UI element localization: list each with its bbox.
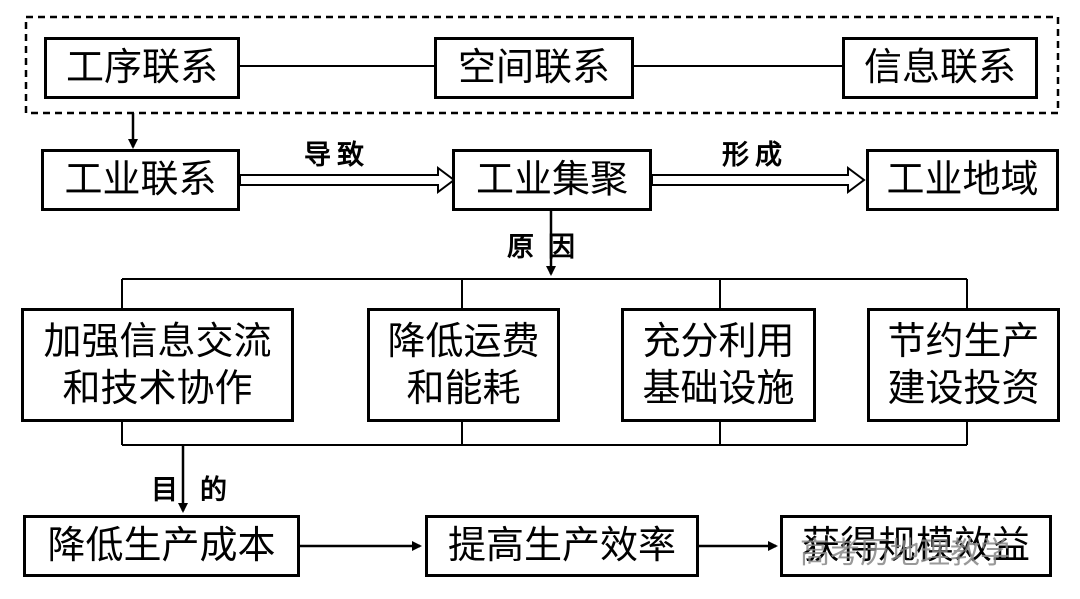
box-industrial-region: 工业地域 xyxy=(866,149,1059,211)
box-industrial-links: 工业联系 xyxy=(41,149,240,211)
hollow-arrow-lead-to xyxy=(239,166,456,194)
box-information-links: 信息联系 xyxy=(842,37,1038,99)
reason-4-line-2: 建设投资 xyxy=(887,366,1040,410)
box-reason-infrastructure: 充分利用 基础设施 xyxy=(621,308,816,422)
box-improve-efficiency-label: 提高生产效率 xyxy=(447,523,676,568)
box-industrial-links-label: 工业联系 xyxy=(64,157,217,202)
label-reason: 原因 xyxy=(507,232,589,263)
box-process-links-label: 工序联系 xyxy=(65,45,218,90)
reason-1-line-2: 和技术协作 xyxy=(62,366,253,410)
label-purpose: 目的 xyxy=(151,475,249,506)
label-form: 形成 xyxy=(722,140,788,171)
box-improve-efficiency: 提高生产效率 xyxy=(425,515,699,577)
reason-3-line-1: 充分利用 xyxy=(642,318,795,363)
box-spatial-links: 空间联系 xyxy=(434,37,634,99)
box-information-links-label: 信息联系 xyxy=(863,45,1016,90)
box-spatial-links-label: 空间联系 xyxy=(457,45,610,90)
box-reason-information-exchange: 加强信息交流 和技术协作 xyxy=(21,308,294,422)
hollow-arrow-form xyxy=(651,166,866,194)
box-industrial-agglomeration: 工业集聚 xyxy=(452,149,652,211)
reason-4-line-1: 节约生产 xyxy=(887,318,1040,363)
box-process-links: 工序联系 xyxy=(44,37,240,99)
watermark-text: 高考历地理教学 xyxy=(800,536,1010,571)
reason-2-line-2: 和能耗 xyxy=(406,366,521,410)
label-lead-to: 导致 xyxy=(304,140,370,171)
box-industrial-agglomeration-label: 工业集聚 xyxy=(475,157,628,202)
box-scale-benefit: 获得规模效益 xyxy=(780,515,1052,577)
box-reason-transport-energy: 降低运费 和能耗 xyxy=(367,308,560,422)
reason-3-line-2: 基础设施 xyxy=(642,366,795,410)
box-industrial-region-label: 工业地域 xyxy=(886,157,1039,202)
box-reason-investment: 节约生产 建设投资 xyxy=(867,308,1060,422)
box-reduce-cost-label: 降低生产成本 xyxy=(47,523,276,568)
box-reduce-cost: 降低生产成本 xyxy=(23,515,300,577)
box-scale-benefit-label: 获得规模效益 xyxy=(801,523,1030,568)
reason-1-line-1: 加强信息交流 xyxy=(43,318,272,363)
dashed-group-border xyxy=(24,15,1060,115)
reason-2-line-1: 降低运费 xyxy=(387,318,540,363)
